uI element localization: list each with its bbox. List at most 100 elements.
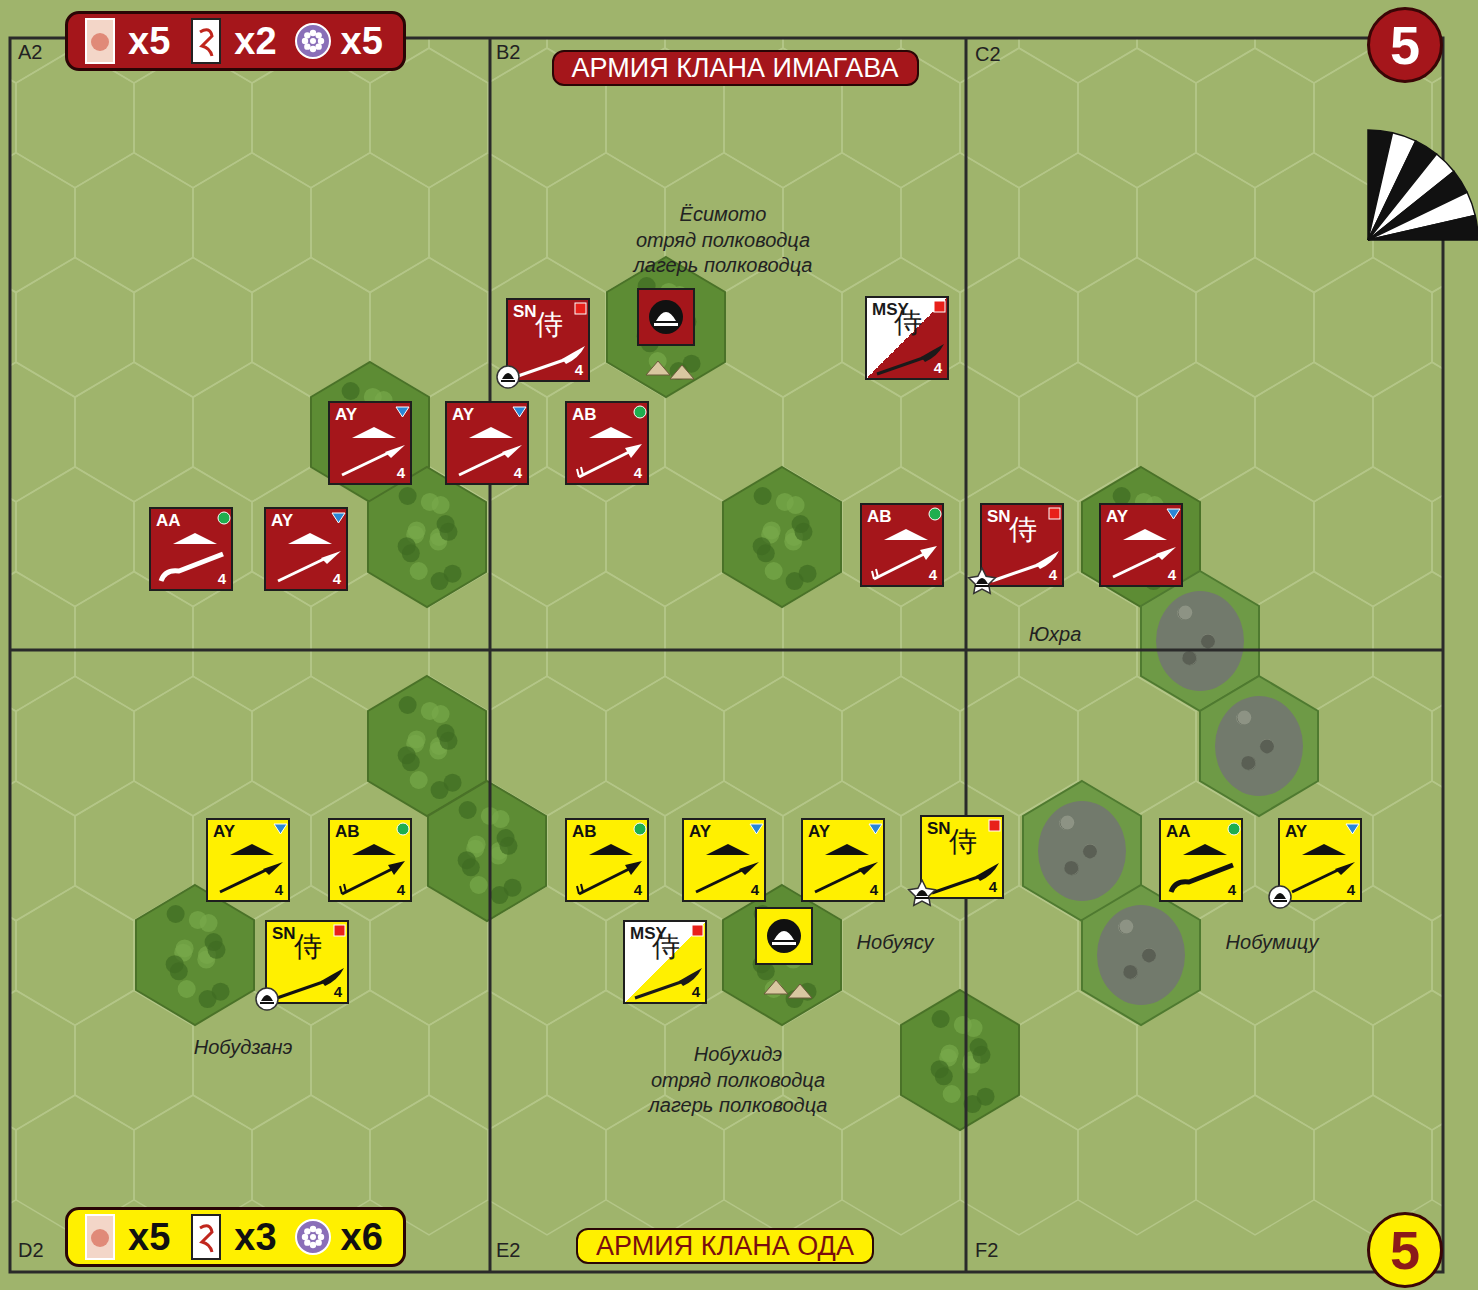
- unit-tile: AB4: [860, 503, 944, 587]
- forest-texture: [399, 696, 417, 714]
- hex-cell: [724, 467, 842, 607]
- unit-strength: 4: [1049, 567, 1057, 582]
- card-art: [91, 1229, 109, 1247]
- hex-cell: [429, 38, 547, 83]
- unit-strength: 4: [275, 882, 283, 897]
- leader-helmet: [1273, 893, 1287, 902]
- spear-blade: [385, 445, 405, 458]
- spear-shaft: [815, 870, 861, 892]
- unit-code: SN: [513, 303, 537, 320]
- unit-kanji: 侍: [652, 933, 680, 961]
- hex-cell: [10, 153, 75, 293]
- army-name: АРМИЯ КЛАНА ОДА: [596, 1231, 854, 1262]
- spear-shaft: [220, 870, 266, 892]
- unit-strength: 4: [397, 882, 405, 897]
- unit-tile: AB4: [565, 401, 649, 485]
- unit-hat: [288, 533, 332, 544]
- leader-name: Нобуясу: [857, 930, 934, 955]
- token-petal: [315, 1228, 321, 1234]
- spear-blade: [502, 445, 522, 458]
- unit-tile: AY4: [264, 507, 348, 591]
- unit-hat: [1183, 844, 1227, 855]
- hill-texture: [1123, 965, 1137, 979]
- token-centre: [310, 1234, 316, 1240]
- hill-texture: [1119, 920, 1133, 934]
- panel-icon: [80, 16, 120, 66]
- hill-texture: [1183, 651, 1197, 665]
- forest-texture: [408, 730, 426, 748]
- spear-shaft: [278, 559, 324, 581]
- hex-grid: [10, 38, 1443, 1235]
- hill-texture: [1260, 739, 1274, 753]
- unit-marker: [634, 823, 646, 835]
- leader-name: Ёсимото: [680, 202, 767, 227]
- hill-texture: [1065, 861, 1079, 875]
- hill-texture: [1064, 861, 1078, 875]
- unit-tile: SN侍4: [920, 815, 1004, 899]
- forest-texture: [432, 705, 450, 723]
- hex-cell: [75, 153, 193, 293]
- forest-texture: [399, 487, 417, 505]
- naginata-shaft: [877, 358, 923, 374]
- forest-texture: [166, 955, 184, 973]
- leader-name: отряд полководца лагерь полководца: [623, 228, 823, 278]
- hill-texture: [1119, 920, 1133, 934]
- resource-panel: x5x3x6: [65, 1207, 406, 1267]
- naginata-shaft: [992, 565, 1038, 581]
- hex-cell: [1432, 1095, 1443, 1235]
- hex-cell: [193, 362, 311, 502]
- unit-strength: 4: [218, 571, 226, 586]
- naginata-shaft: [635, 982, 681, 998]
- unit-strength: 4: [1168, 567, 1176, 582]
- hill-texture: [1142, 948, 1156, 962]
- forest-hex: [1082, 467, 1200, 607]
- spear-blade: [858, 862, 878, 875]
- hex-cell: [16, 676, 134, 816]
- fan-icon: [1368, 130, 1478, 240]
- unit-hat: [884, 529, 928, 540]
- hex-cell: [1137, 38, 1255, 83]
- forest-texture: [176, 939, 194, 957]
- spear-blade: [1335, 862, 1355, 875]
- victory-circle: 5: [1367, 1212, 1443, 1288]
- hex-cell: [1432, 467, 1443, 607]
- forest-hex: [136, 885, 254, 1025]
- unit-hat: [230, 844, 274, 855]
- unit-code: AB: [867, 508, 892, 525]
- unit-strength: 4: [692, 984, 700, 999]
- victory-number: 5: [1390, 18, 1420, 72]
- unit-hat: [352, 844, 396, 855]
- unit-kanji: 侍: [949, 828, 977, 856]
- hex-cell: [724, 676, 842, 816]
- forest-texture: [167, 905, 185, 923]
- hex-cell: [783, 781, 901, 921]
- hex-cell: [193, 153, 311, 293]
- command-card: [86, 19, 114, 63]
- forest-hex: [723, 885, 841, 1025]
- hex-cell: [311, 153, 429, 293]
- forest-texture: [207, 941, 225, 959]
- hill-texture: [1083, 844, 1097, 858]
- section-lines: [10, 38, 1443, 1272]
- spear-blade: [739, 862, 759, 875]
- unit-tile: MSY侍4: [623, 920, 707, 1004]
- unit-code: SN: [927, 820, 951, 837]
- hill-texture: [1182, 651, 1196, 665]
- hex-cell: [1255, 990, 1373, 1130]
- hex-cell: [901, 990, 1019, 1130]
- forest-texture: [787, 496, 805, 514]
- spear-shaft: [459, 453, 505, 475]
- section-label: B2: [496, 40, 520, 65]
- leader-icon: [967, 567, 997, 597]
- hex-cell: [901, 38, 1019, 83]
- section-label: A2: [18, 40, 42, 65]
- hex-cell: [547, 571, 665, 711]
- hex-cell: [16, 467, 134, 607]
- hill-texture: [1201, 634, 1215, 648]
- hill-texture: [1118, 920, 1132, 934]
- arrow-fletch: [872, 569, 878, 579]
- leader-name: Нобудзанэ: [194, 1035, 292, 1060]
- hex-cell: [16, 886, 134, 1026]
- unit-code: AY: [1106, 508, 1128, 525]
